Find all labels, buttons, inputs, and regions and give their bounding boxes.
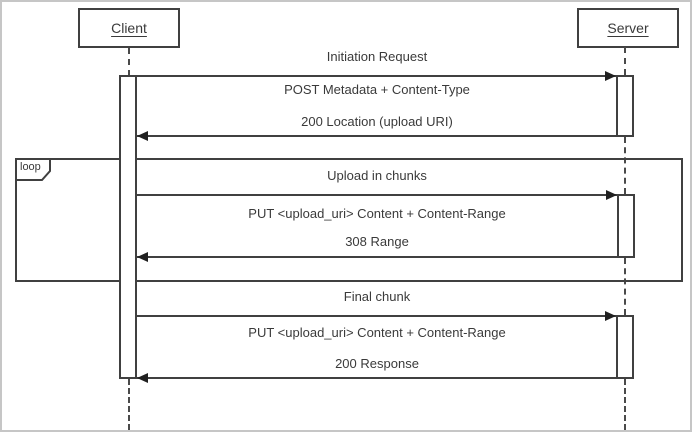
client-lifeline-top: [128, 48, 130, 76]
message-line-200-response: [137, 377, 616, 379]
actor-box-server: Server: [577, 8, 679, 48]
actor-box-client: Client: [78, 8, 180, 48]
message-label-200-response: 200 Response: [335, 356, 419, 371]
server-activation-2: [617, 194, 635, 258]
server-activation-1: [616, 75, 634, 137]
message-line-200-location: [137, 135, 616, 137]
message-line-put-chunk: [135, 194, 617, 196]
server-activation-3: [616, 315, 634, 379]
group-title-upload-in-chunks: Upload in chunks: [327, 168, 427, 183]
message-label-put-chunk: PUT <upload_uri> Content + Content-Range: [248, 206, 506, 221]
server-lifeline-seg1: [624, 47, 626, 75]
arrowhead-left-icon: [137, 131, 148, 141]
arrowhead-left-icon: [137, 252, 148, 262]
actor-label-client: Client: [111, 20, 147, 36]
server-lifeline-seg2: [624, 137, 626, 194]
arrowhead-right-icon: [606, 190, 617, 200]
client-activation-bar: [119, 75, 137, 379]
message-line-308-range: [137, 256, 617, 258]
arrowhead-right-icon: [605, 311, 616, 321]
message-line-put-final: [135, 315, 616, 317]
loop-tag-label: loop: [20, 161, 41, 173]
arrowhead-right-icon: [605, 71, 616, 81]
message-label-put-final: PUT <upload_uri> Content + Content-Range: [248, 325, 506, 340]
message-label-post-metadata: POST Metadata + Content-Type: [284, 82, 470, 97]
actor-label-server: Server: [607, 20, 649, 36]
server-lifeline-seg4: [624, 379, 626, 430]
message-line-post-metadata: [135, 75, 616, 77]
message-label-308-range: 308 Range: [345, 234, 409, 249]
loop-fragment-frame: [15, 158, 683, 282]
server-lifeline-seg3: [624, 258, 626, 315]
group-title-final-chunk: Final chunk: [343, 289, 411, 304]
group-title-initiation-request: Initiation Request: [326, 49, 428, 64]
message-label-200-location: 200 Location (upload URI): [301, 114, 453, 129]
client-lifeline-bottom: [128, 379, 130, 430]
arrowhead-left-icon: [137, 373, 148, 383]
loop-tag-shape: [15, 158, 51, 181]
